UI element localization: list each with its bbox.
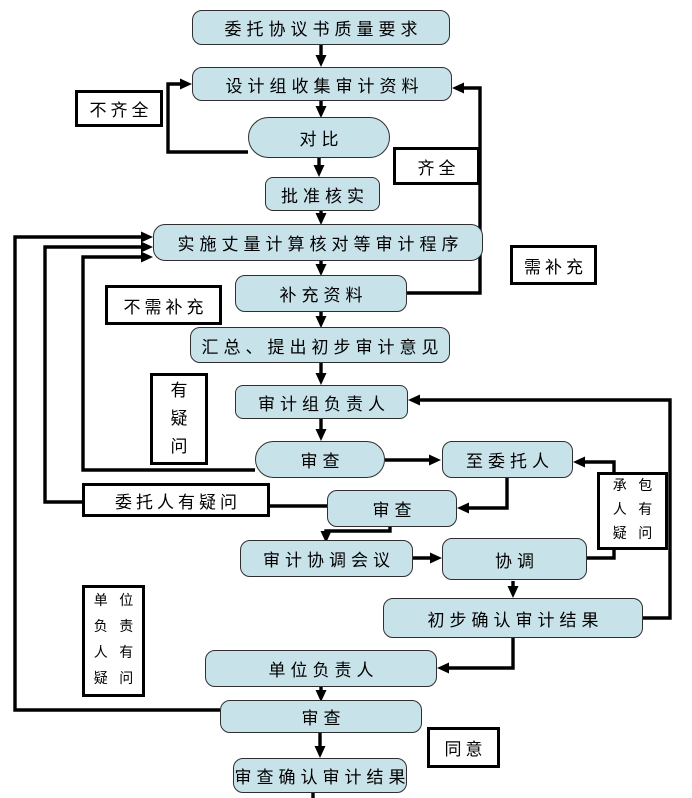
label-unit-leader-has-doubt-line: 人 有 [93,646,138,661]
edge-confirm-back-to-leader [408,394,672,620]
label-agree: 同意 [427,727,500,768]
node-supplement-materials: 补充资料 [235,275,407,312]
edge-client-to-review2 [457,478,509,514]
node-review-confirm-results-label: 审查确认审计结果 [234,768,411,787]
node-to-client: 至委托人 [442,441,573,478]
node-to-client-label: 至委托人 [466,452,554,471]
node-summarize-preliminary-opinion-label: 汇总、提出初步审计意见 [201,337,444,357]
node-review-3-label: 审查 [301,709,346,728]
label-unit-leader-has-doubt: 单 位 负 责 人 有 疑 问 [82,585,145,697]
label-contractor-has-doubt-line: 承 包 [612,479,657,494]
label-complete: 齐全 [393,147,480,185]
label-has-doubt-line: 疑 [170,409,192,428]
node-preliminary-confirm-results: 初步确认审计结果 [383,598,643,638]
label-client-has-doubt-text: 委托人有疑问 [115,492,241,512]
label-no-supplement-needed-text: 不需补充 [123,297,208,317]
node-quality-requirement: 委托协议书质量要求 [192,10,450,45]
node-unit-leader: 单位负责人 [205,650,437,687]
label-no-supplement-needed: 不需补充 [105,285,222,325]
label-unit-leader-has-doubt-line: 负 责 [93,620,138,635]
node-compare: 对比 [248,117,390,158]
label-incomplete: 不齐全 [75,90,163,127]
node-coordinate-label: 协调 [495,551,539,571]
node-review-1: 审查 [255,441,385,478]
label-has-doubt-line: 问 [170,437,192,456]
node-coordinate: 协调 [442,538,587,580]
node-summarize-preliminary-opinion: 汇总、提出初步审计意见 [190,327,450,363]
edge-confirm-to-unit-leader [437,638,515,674]
node-review-2-label: 审查 [372,501,417,520]
node-audit-team-leader: 审计组负责人 [235,385,408,419]
label-need-supplement: 需补充 [510,245,597,285]
label-has-doubt: 有 疑 问 [150,373,208,465]
node-audit-coordination-meeting-label: 审计协调会议 [263,551,395,570]
node-preliminary-confirm-results-label: 初步确认审计结果 [427,610,604,630]
node-approve-verify: 批准核实 [265,177,380,211]
node-compare-label: 对比 [299,130,344,149]
label-contractor-has-doubt: 承 包 人 有 疑 问 [597,472,668,550]
node-review-3: 审查 [220,700,422,733]
label-complete-text: 齐全 [417,158,460,178]
edge-supplement-loop [407,82,482,295]
node-collect-audit-materials: 设计组收集审计资料 [192,67,452,101]
node-implement-audit-procedures: 实施丈量计算核对等审计程序 [153,224,483,261]
node-implement-audit-procedures-label: 实施丈量计算核对等审计程序 [177,235,464,254]
label-unit-leader-has-doubt-line: 疑 问 [93,672,138,687]
node-approve-verify-label: 批准核实 [281,186,369,206]
node-audit-team-leader-label: 审计组负责人 [258,394,390,414]
label-agree-text: 同意 [444,740,487,759]
node-review-2: 审查 [327,490,457,527]
node-collect-audit-materials-label: 设计组收集审计资料 [225,76,424,96]
edge-review2-to-meeting [320,527,392,543]
label-contractor-has-doubt-line: 疑 问 [612,527,657,542]
node-review-confirm-results: 审查确认审计结果 [233,758,407,793]
node-quality-requirement-label: 委托协议书质量要求 [224,20,423,39]
label-incomplete-text: 不齐全 [89,101,153,120]
edge-unit-doubt-loop [13,231,220,712]
label-has-doubt-line: 有 [170,381,192,400]
edge-incomplete-loop [166,78,248,154]
node-supplement-materials-label: 补充资料 [279,286,368,305]
label-unit-leader-has-doubt-line: 单 位 [93,594,138,609]
edge-client-doubt-loop [43,241,153,504]
label-need-supplement-text: 需补充 [524,257,587,277]
node-unit-leader-label: 单位负责人 [268,661,379,680]
node-audit-coordination-meeting: 审计协调会议 [240,540,413,577]
node-review-1-label: 审查 [300,452,345,471]
label-client-has-doubt: 委托人有疑问 [82,483,270,517]
edge-doubt-loop [81,251,255,472]
label-contractor-has-doubt-line: 人 有 [612,503,657,518]
